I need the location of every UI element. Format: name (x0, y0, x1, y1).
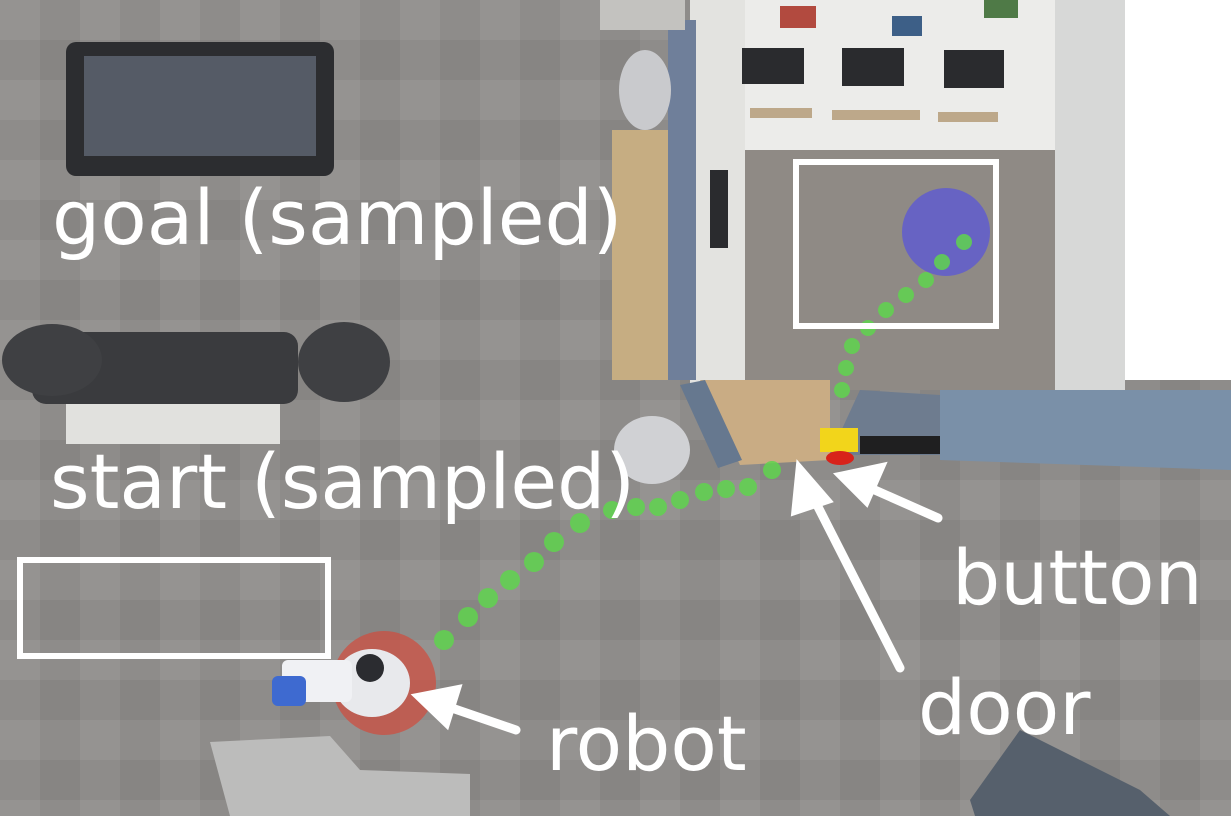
monitor (742, 48, 804, 84)
arrow-to-robot (441, 701, 521, 735)
armchair (298, 322, 390, 402)
goal-region-box (793, 159, 999, 329)
partition-wall (940, 390, 1231, 470)
monitor (842, 48, 904, 86)
trash-bin (619, 50, 671, 130)
arrow-to-door (807, 490, 905, 673)
arrow-head (410, 684, 463, 731)
button-base (826, 451, 854, 465)
start-label: start (sampled) (50, 437, 636, 526)
robot-base (334, 649, 410, 717)
door-label: door (918, 663, 1091, 752)
room-right-wall (1055, 0, 1125, 390)
poster (984, 0, 1018, 18)
armchair (2, 324, 102, 396)
open-door (680, 380, 742, 468)
monitor (944, 50, 1004, 88)
robot-head (272, 676, 306, 706)
trash-bin (614, 416, 690, 484)
robot-sensor (356, 654, 384, 682)
shelf (832, 110, 920, 120)
pool-table-felt (84, 56, 316, 156)
button-label: button (952, 533, 1203, 622)
arrow-to-button (863, 482, 943, 523)
counter-edge (668, 20, 696, 380)
door-frame (860, 436, 940, 454)
robot-label: robot (546, 699, 747, 788)
goal-marker (902, 188, 990, 276)
poster (780, 6, 816, 28)
shelf (750, 108, 812, 118)
appliance (600, 0, 685, 30)
chair (970, 730, 1170, 816)
start-region-box (17, 557, 331, 659)
chair (210, 736, 470, 816)
button-object (820, 428, 858, 452)
outside-void (1125, 0, 1231, 380)
arrow-head (790, 459, 834, 517)
wall-screen (710, 170, 728, 248)
shelf (938, 112, 998, 122)
poster (892, 16, 922, 36)
room-floor (740, 150, 1060, 390)
arrow-head (832, 461, 888, 508)
goal-label: goal (sampled) (52, 173, 623, 262)
planned-path (434, 234, 972, 650)
